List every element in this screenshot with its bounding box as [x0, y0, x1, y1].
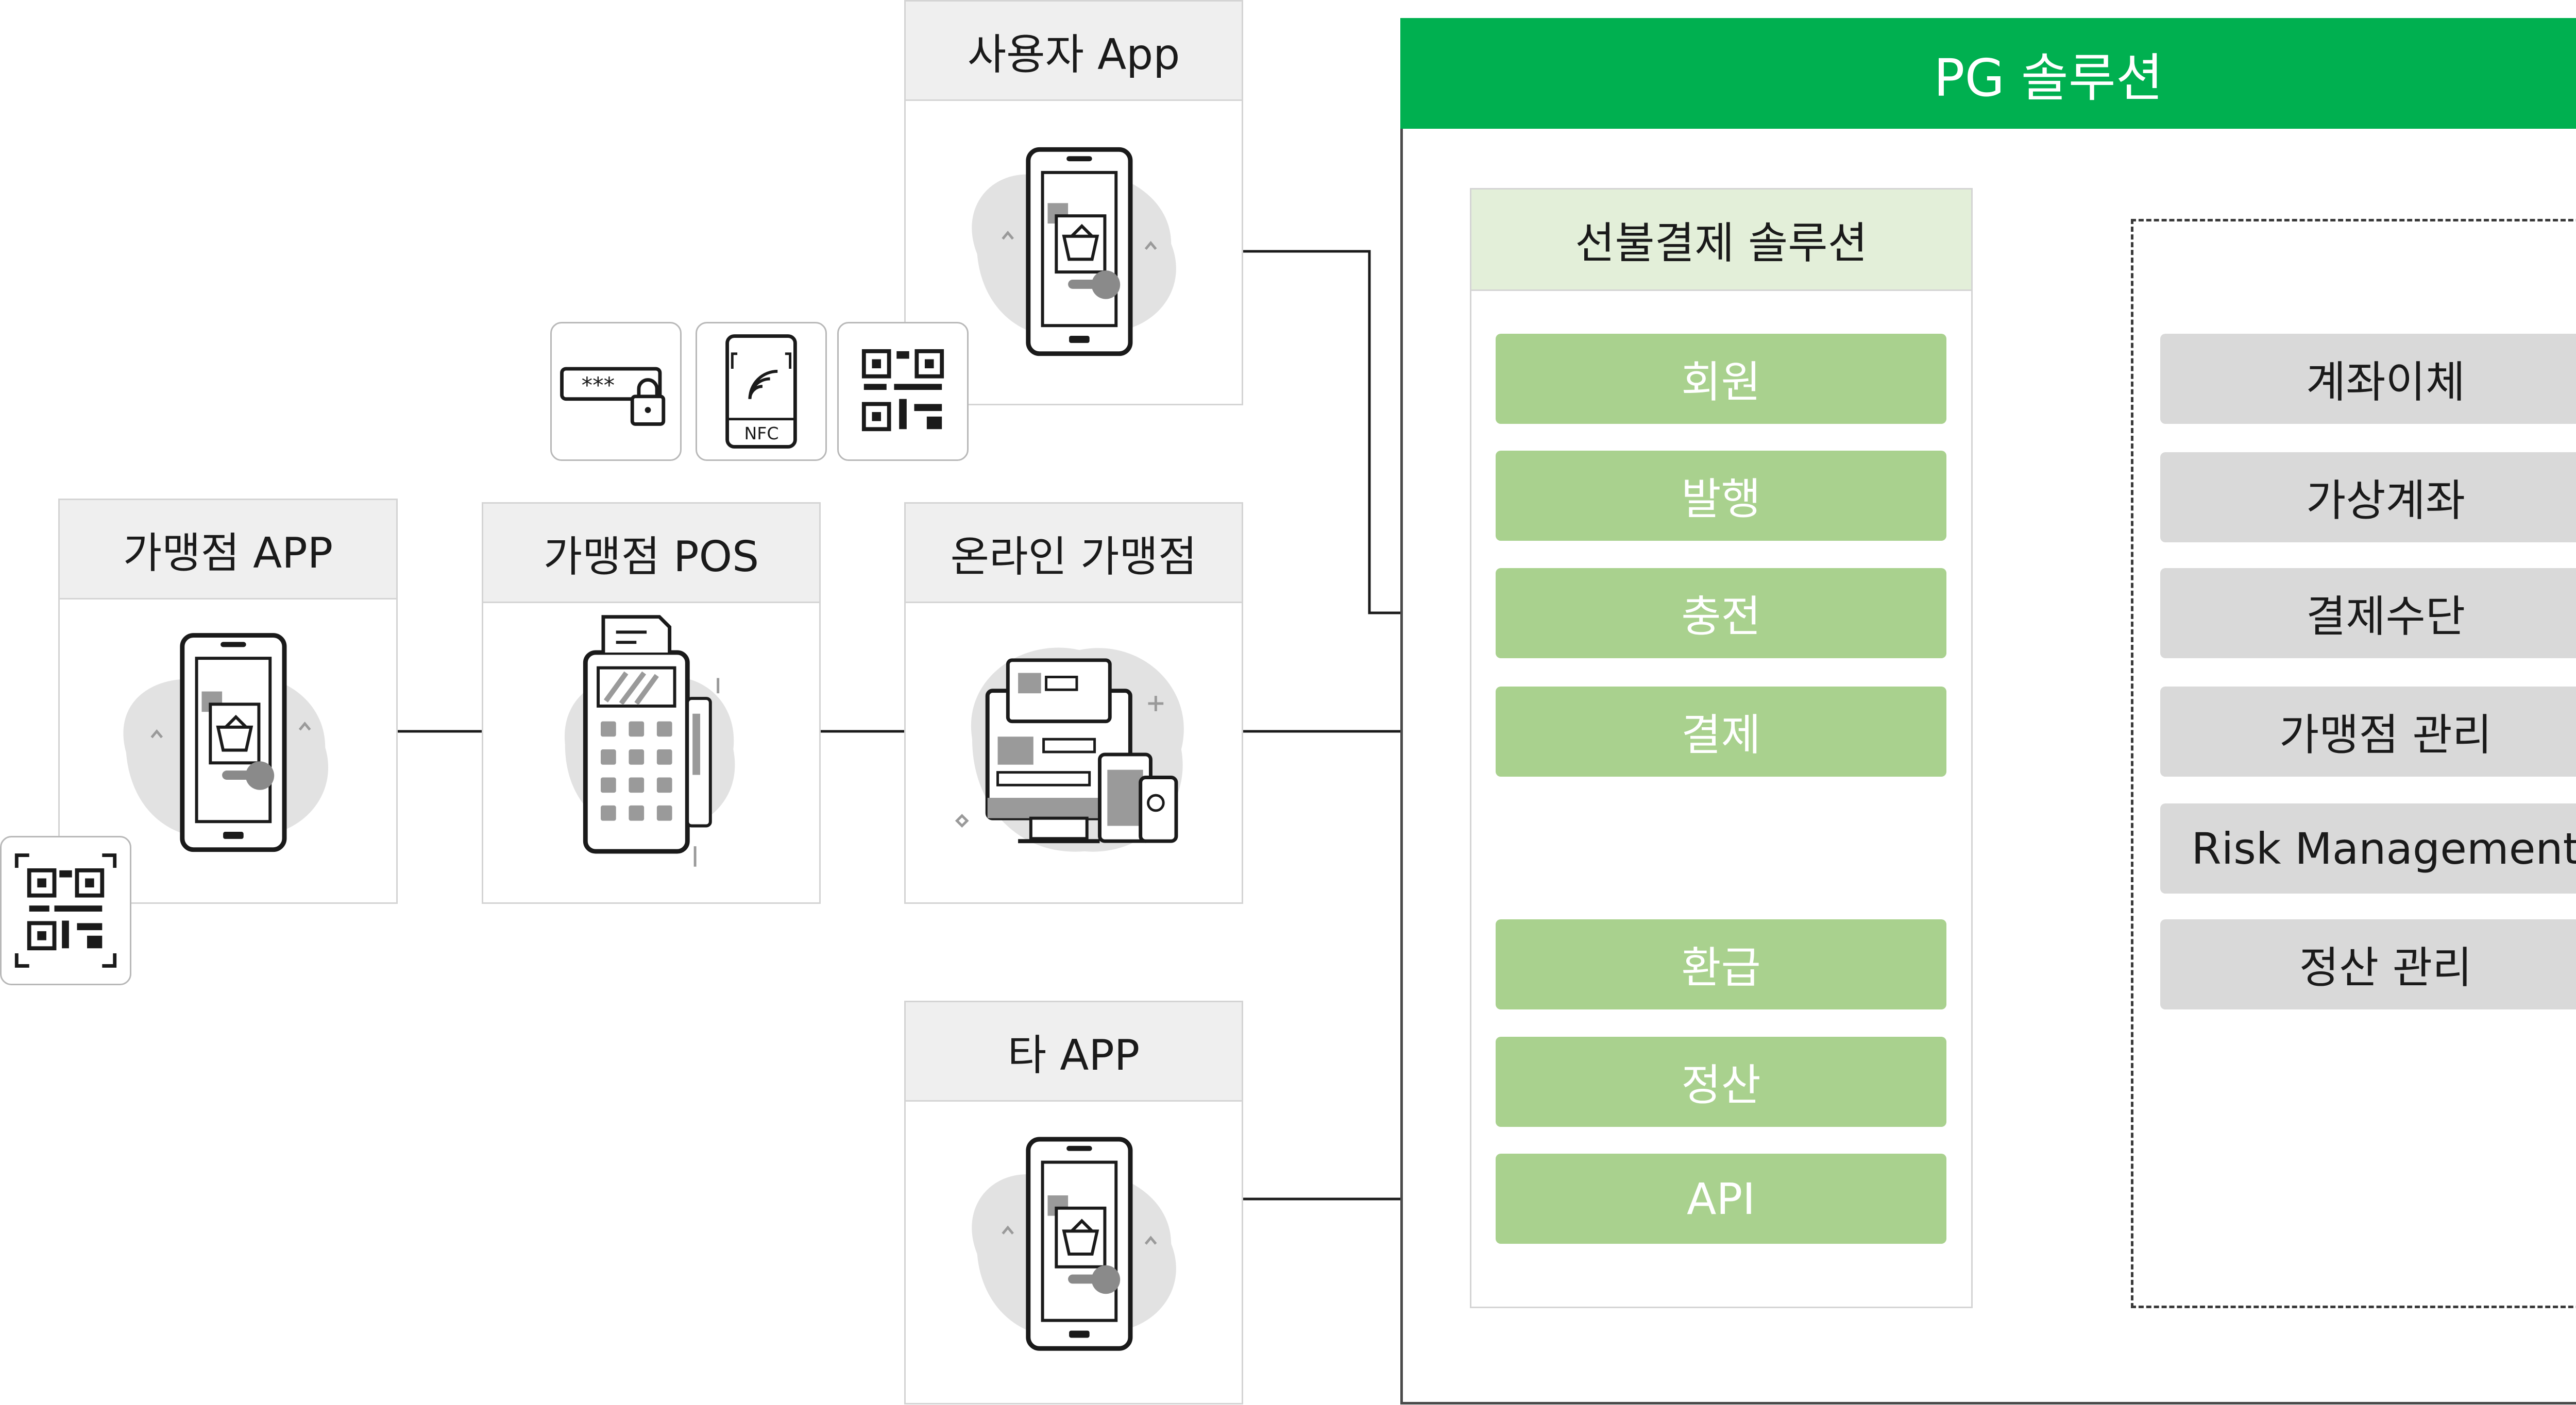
- online-store-icon: [906, 602, 1242, 902]
- password-lock-icon: ***: [550, 322, 682, 461]
- item-payment: 결제: [1496, 687, 1946, 777]
- smartphone-basket-icon: [906, 1100, 1242, 1403]
- module-merchant-management: 가맹점 관리: [2160, 687, 2576, 777]
- other-app-card: 타 APP: [904, 1001, 1243, 1404]
- online-merchant-label: 온라인 가맹점: [906, 504, 1242, 603]
- smartphone-basket-icon: [60, 598, 396, 902]
- prepaid-solution-title: 선불결제 솔루션: [1470, 188, 1973, 291]
- pg-solution-title: PG 솔루션: [1400, 18, 2576, 129]
- nfc-label: NFC: [744, 423, 778, 443]
- item-refund: 환급: [1496, 919, 1946, 1009]
- module-payment-method: 결제수단: [2160, 568, 2576, 658]
- online-merchant-card: 온라인 가맹점: [904, 502, 1243, 904]
- other-app-label: 타 APP: [906, 1002, 1242, 1102]
- merchant-app-label: 가맹점 APP: [60, 500, 396, 599]
- user-app-label: 사용자 App: [906, 2, 1242, 101]
- module-account-transfer: 계좌이체: [2160, 334, 2576, 424]
- item-settlement: 정산: [1496, 1037, 1946, 1127]
- item-issue: 발행: [1496, 451, 1946, 541]
- smartphone-basket-icon: [906, 99, 1242, 404]
- item-member: 회원: [1496, 334, 1946, 424]
- modules-dashed-box: [2131, 219, 2576, 1308]
- qr-code-icon: [0, 836, 131, 985]
- module-settlement-management: 정산 관리: [2160, 919, 2576, 1009]
- password-mask-text: ***: [582, 373, 615, 399]
- pos-terminal-icon: [483, 602, 819, 902]
- merchant-pos-card: 가맹점 POS: [482, 502, 821, 904]
- module-virtual-account: 가상계좌: [2160, 452, 2576, 542]
- nfc-icon: NFC: [696, 322, 827, 461]
- module-risk-management: Risk Management: [2160, 803, 2576, 894]
- item-api: API: [1496, 1154, 1946, 1244]
- item-charge: 충전: [1496, 568, 1946, 658]
- merchant-pos-label: 가맹점 POS: [483, 504, 819, 603]
- qr-code-icon: [837, 322, 969, 461]
